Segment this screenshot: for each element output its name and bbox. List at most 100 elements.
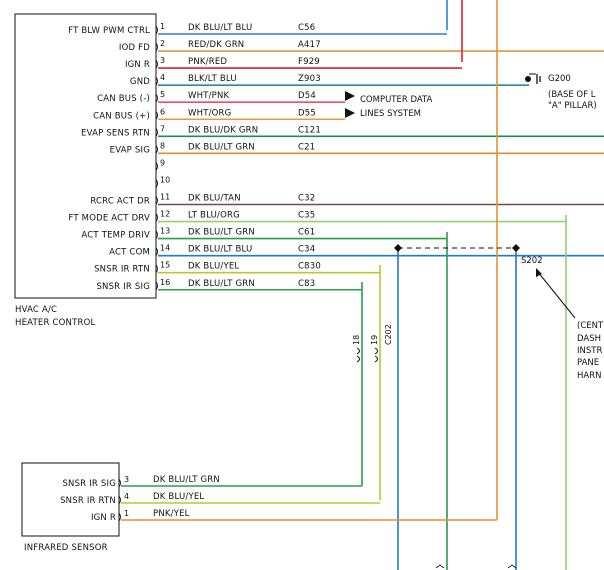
circuit-label: C32	[298, 194, 315, 204]
hvac-pin-number: 13	[160, 227, 170, 236]
ground-g200: G200 (BASE OF L "A" PILLAR)	[525, 73, 597, 111]
ir-sensor-box	[21, 462, 120, 537]
ir-pin-rows: SNSR IR SIG 3 DK BLU/LT GRN SNSR IR RTN 4 DK …	[60, 475, 497, 523]
ground-note-2: "A" PILLAR)	[548, 101, 597, 111]
hvac-pin-number: 15	[160, 261, 170, 270]
connector-c202: 18 19 C202	[352, 324, 393, 363]
pin-bracket	[155, 162, 158, 171]
pin-bracket	[118, 495, 121, 505]
pin-bracket	[155, 110, 158, 120]
hvac-pin-row-9: 9	[155, 158, 165, 171]
hvac-pin-label: ACT TEMP DRIV	[81, 231, 150, 241]
wire-color-label: DK BLU/LT GRN	[188, 279, 255, 289]
ir-pin-label: SNSR IR RTN	[60, 496, 116, 506]
hvac-pin-label: IGN R	[125, 60, 150, 70]
hvac-pin-label: GND	[130, 77, 150, 87]
hvac-pin-number: 11	[160, 193, 170, 202]
hvac-pin-label: SNSR IR SIG	[96, 282, 150, 292]
wire-color-label: WHT/PNK	[188, 91, 230, 101]
pin-bracket	[155, 196, 158, 205]
hvac-pin-row-16: SNSR IR SIG 16 DK BLU/LT GRN C83	[96, 278, 362, 292]
ground-note-1: (BASE OF L	[548, 90, 596, 100]
pin-bracket	[155, 281, 158, 291]
hvac-pin-number: 2	[160, 39, 165, 48]
hvac-pin-label: ACT COM	[109, 248, 150, 258]
c202-label: C202	[384, 324, 393, 345]
hvac-pin-number: 14	[160, 244, 170, 253]
wire-color-label: DK BLU/LT GRN	[188, 142, 255, 152]
pin-bracket	[155, 213, 158, 222]
pin-bracket	[118, 478, 121, 488]
wire-color-label: BLK/LT BLU	[188, 74, 237, 84]
hvac-pin-number: 9	[160, 158, 165, 167]
hvac-pin-number: 4	[160, 73, 165, 82]
wire-color-label: DK BLU/TAN	[188, 194, 241, 204]
circuit-label: C61	[298, 228, 315, 238]
ir-pin-number: 3	[124, 475, 129, 484]
c202-pin-19: 19	[370, 335, 379, 345]
wire-color-label: LT BLU/ORG	[188, 211, 240, 221]
pin-bracket	[155, 247, 158, 256]
circuit-label: D55	[298, 108, 316, 118]
ir-pin-number: 4	[124, 492, 129, 501]
c202-pin-18: 18	[352, 335, 361, 345]
circuit-label: C35	[298, 211, 315, 221]
hvac-pin-number: 1	[160, 22, 165, 31]
pin-bracket	[155, 179, 158, 188]
hvac-pin-label: CAN BUS (-)	[97, 94, 150, 104]
ir-wire-label: DK BLU/YEL	[153, 492, 204, 502]
splice-label: S202	[521, 256, 543, 266]
svg-text:INSTR: INSTR	[577, 346, 602, 356]
circuit-label: Z903	[298, 74, 321, 84]
computer-data-line2: LINES SYSTEM	[360, 109, 421, 119]
hvac-pin-number: 16	[160, 278, 170, 287]
ir-sensor-title: INFRARED SENSOR	[24, 543, 108, 553]
hvac-pin-number: 8	[160, 141, 165, 150]
bottom-tick-1	[435, 564, 445, 569]
circuit-label: C21	[298, 142, 315, 152]
svg-text:DASH: DASH	[577, 334, 601, 344]
circuit-label: C56	[298, 23, 315, 33]
hvac-module-box	[14, 13, 157, 299]
computer-data-line1: COMPUTER DATA	[360, 95, 433, 105]
hvac-pin-number: 6	[160, 107, 165, 116]
hvac-pin-label: IOD FD	[119, 43, 150, 53]
ir-pin-row-4: SNSR IR RTN 4 DK BLU/YEL	[60, 492, 380, 506]
hvac-pin-label: CAN BUS (+)	[93, 111, 150, 121]
svg-text:PANE: PANE	[577, 358, 599, 368]
pin-bracket	[155, 25, 158, 35]
hvac-title-1: HVAC A/C	[15, 305, 57, 315]
wire-color-label: DK BLU/YEL	[188, 262, 239, 272]
svg-text:HARN: HARN	[577, 371, 601, 381]
hvac-pin-label: SNSR IR RTN	[94, 265, 150, 275]
circuit-label: C83	[298, 279, 315, 289]
pin-bracket	[155, 59, 158, 69]
circuit-label: F929	[298, 57, 320, 67]
svg-text:(CENT: (CENT	[577, 321, 604, 331]
ir-wire-label: DK BLU/LT GRN	[153, 475, 220, 485]
splice-note: (CENT DASH INSTR PANE HARN	[577, 321, 604, 381]
hvac-pin-number: 7	[160, 124, 165, 133]
circuit-label: D54	[298, 91, 316, 101]
circuit-label: A417	[298, 40, 321, 50]
computer-data-arrows: COMPUTER DATA LINES SYSTEM	[345, 91, 433, 119]
ir-pin-label: SNSR IR SIG	[62, 479, 116, 489]
ir-wire-label: PNK/YEL	[153, 509, 190, 519]
hvac-pin-number: 3	[160, 56, 165, 65]
splice-pointer	[537, 271, 576, 319]
hvac-pin-label: EVAP SENS RTN	[81, 128, 150, 138]
splice-node-2	[512, 244, 520, 252]
circuit-label: C121	[298, 125, 321, 135]
hvac-pin-label: FT BLW PWM CTRL	[68, 26, 150, 36]
hvac-pin-label: FT MODE ACT DRV	[68, 214, 150, 224]
bottom-tick-2	[507, 564, 517, 569]
